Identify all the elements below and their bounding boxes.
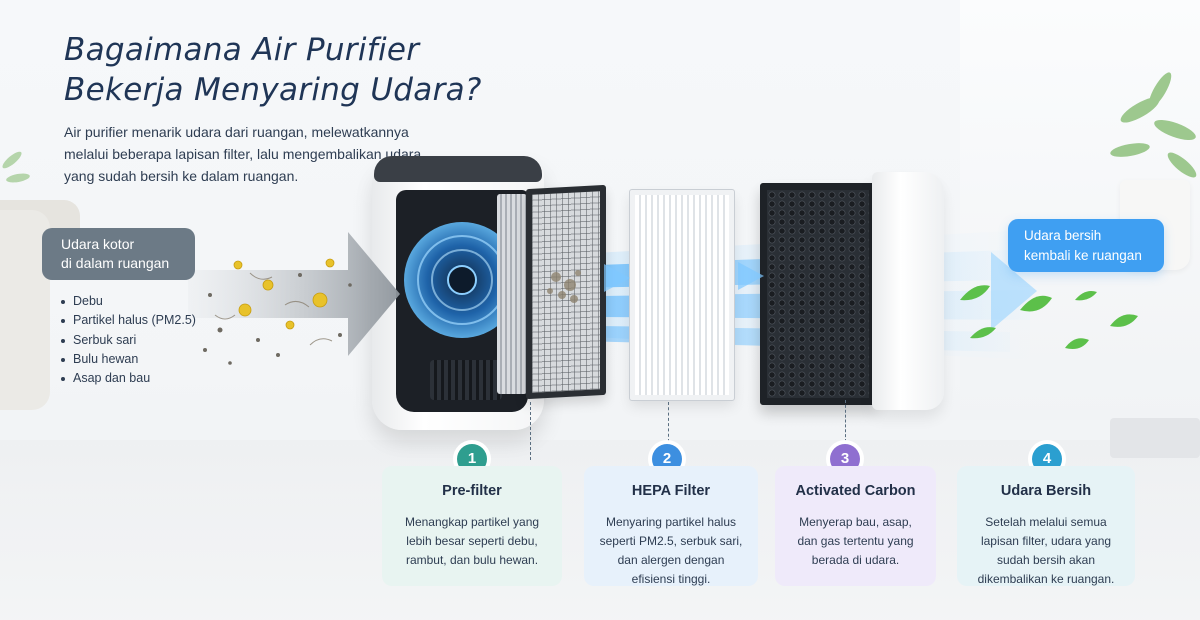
dirty-air-label-line-2: di dalam ruangan — [61, 255, 170, 271]
step-card-udara-bersih: Udara Bersih Setelah melalui semua lapis… — [957, 466, 1135, 586]
air-purifier-back-panel — [872, 172, 944, 410]
step-card-description-line: Setelah melalui semua — [985, 515, 1107, 529]
page-title-line-1: Bagaimana Air Purifier — [64, 32, 420, 68]
step-card-description: Menyerap bau, asap, dan gas tertentu yan… — [775, 513, 936, 570]
step-card-pre-filter: Pre-filter Menangkap partikel yang lebih… — [382, 466, 562, 586]
step-card-description: Setelah melalui semua lapisan filter, ud… — [957, 513, 1135, 589]
fan-icon — [404, 222, 512, 338]
sofa-background — [0, 210, 50, 410]
plant-left-icon — [2, 151, 30, 183]
step-card-description-line: lapisan filter, udara yang — [980, 534, 1112, 548]
step-card-description-line: Menangkap partikel yang — [404, 515, 540, 529]
pollutant-item: Debu — [60, 292, 196, 311]
air-purifier-top-grille — [374, 156, 542, 182]
step-card-title: Udara Bersih — [1000, 483, 1092, 499]
dirty-air-label-line-1: Udara kotor — [61, 236, 135, 252]
pollutant-item: Asap dan bau — [60, 369, 196, 388]
page-title-line-2: Bekerja Menyaring Udara? — [64, 72, 482, 108]
air-purifier-slats — [497, 194, 527, 394]
step-card-description-line: berada di udara. — [811, 553, 900, 567]
step-card-hepa-filter: HEPA Filter Menyaring partikel halus sep… — [584, 466, 758, 586]
step-card-description-line: dan alergen dengan — [617, 553, 725, 567]
air-purifier-vent — [430, 360, 502, 400]
rug-background — [1110, 418, 1200, 458]
step-card-description-line: sudah bersih akan — [996, 553, 1096, 567]
step-card-description-line: dan gas tertentu yang — [797, 534, 914, 548]
step-card-description-line: Menyaring partikel halus — [605, 515, 737, 529]
clean-air-arrow-icon — [991, 252, 1037, 330]
pollutant-list: Debu Partikel halus (PM2.5) Serbuk sari … — [60, 292, 196, 388]
intro-text: Air purifier menarik udara dari ruangan,… — [64, 124, 422, 184]
step-card-description-line: rambut, dan bulu hewan. — [405, 553, 539, 567]
step-card-title: Activated Carbon — [795, 483, 916, 499]
activated-carbon-layer — [760, 183, 876, 405]
connector-line — [530, 402, 531, 460]
plant-leaves-icon — [1110, 72, 1197, 178]
step-card-description: Menangkap partikel yang lebih besar sepe… — [382, 513, 562, 570]
clean-air-label-line-1: Udara bersih — [1024, 228, 1102, 243]
page-title: Bagaimana Air Purifier Bekerja Menyaring… — [64, 30, 534, 110]
flow-arrow-icon — [738, 262, 764, 290]
step-card-description-line: Menyerap bau, asap, — [799, 515, 912, 529]
step-card-description-line: dikembalikan ke ruangan. — [977, 572, 1115, 586]
pollutant-item: Serbuk sari — [60, 331, 196, 350]
pollutant-item: Partikel halus (PM2.5) — [60, 311, 196, 330]
step-card-description: Menyaring partikel halus seperti PM2.5, … — [584, 513, 758, 589]
clean-air-label: Udara bersih kembali ke ruangan — [1008, 219, 1164, 272]
clean-air-label-line-2: kembali ke ruangan — [1024, 248, 1142, 263]
step-card-description-line: seperti PM2.5, serbuk sari, — [599, 534, 743, 548]
leaf-icon — [960, 285, 1138, 349]
connector-line — [845, 400, 846, 442]
trapped-dust-icon — [547, 270, 581, 303]
step-card-description-line: lebih besar seperti debu, — [406, 534, 538, 548]
step-card-title: HEPA Filter — [631, 483, 711, 499]
hepa-filter-layer — [629, 189, 735, 401]
step-card-title: Pre-filter — [442, 483, 502, 499]
flow-arrow-icon — [604, 264, 630, 292]
pollutant-item: Bulu hewan — [60, 350, 196, 369]
step-card-description-line: efisiensi tinggi. — [631, 572, 711, 586]
step-card-activated-carbon: Activated Carbon Menyerap bau, asap, dan… — [775, 466, 936, 586]
dirty-air-label: Udara kotor di dalam ruangan — [42, 228, 195, 280]
dirty-air-arrow-icon — [188, 232, 400, 356]
dust-particles — [203, 258, 352, 365]
connector-line — [668, 402, 669, 442]
